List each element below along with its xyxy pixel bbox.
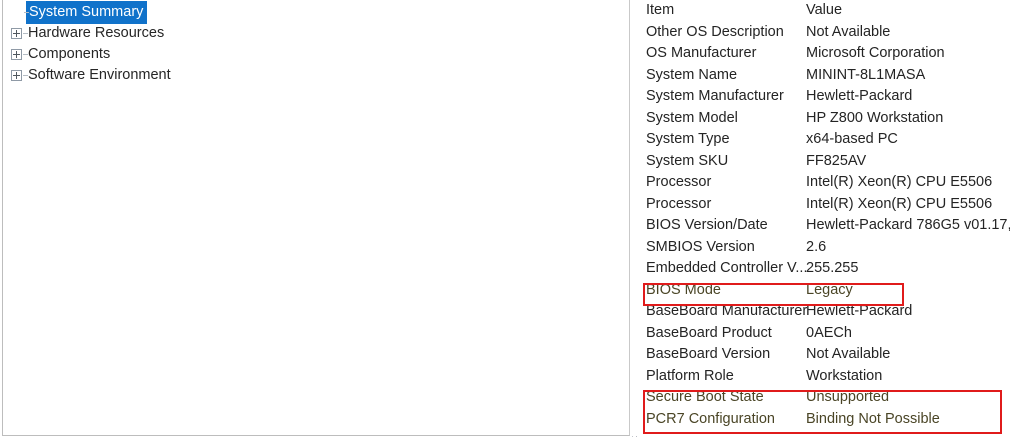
row-item-label: SMBIOS Version (646, 238, 755, 255)
row-value: Hewlett-Packard (806, 303, 913, 319)
expand-plus-icon[interactable] (7, 44, 25, 65)
tree-item-label: Components (28, 46, 111, 62)
tree-item-label: Software Environment (28, 67, 171, 83)
row-item-label: Embedded Controller V... (646, 260, 808, 276)
row-item-label: System SKU (646, 152, 729, 169)
tree-item-hardware-resources[interactable]: Hardware Resources (5, 23, 629, 44)
row-item-label: Other OS Description (646, 23, 784, 40)
table-row[interactable]: BaseBoard Manufacturer Hewlett-Packard (640, 301, 1010, 323)
row-item-label: System Name (646, 66, 738, 83)
table-row[interactable]: System SKU FF825AV (640, 151, 1010, 173)
tree-item-label: Hardware Resources (28, 25, 165, 41)
table-row[interactable]: Other OS Description Not Available (640, 22, 1010, 44)
details-grid: Item Value Other OS Description Not Avai… (640, 0, 1010, 430)
table-row[interactable]: System Manufacturer Hewlett-Packard (640, 86, 1010, 108)
row-item-label: PCR7 Configuration (646, 410, 775, 427)
row-item-label: BaseBoard Version (646, 346, 771, 362)
row-value: 0AECh (806, 324, 852, 341)
table-row[interactable]: BaseBoard Version Not Available (640, 344, 1010, 366)
row-value: Not Available (806, 23, 891, 40)
tree-item-system-summary[interactable]: System Summary (5, 1, 629, 24)
row-value: Hewlett-Packard 786G5 v01.17, 8/ (806, 217, 1010, 233)
row-value: Hewlett-Packard (806, 88, 913, 104)
tree-expander-placeholder (8, 2, 26, 23)
row-value: Legacy (806, 281, 853, 298)
row-item-label: BIOS Version/Date (646, 217, 768, 233)
expand-plus-icon[interactable] (7, 23, 25, 44)
tree-item-software-environment[interactable]: Software Environment (5, 65, 629, 86)
table-row-secure-boot-state[interactable]: Secure Boot State Unsupported (640, 387, 1010, 409)
tree-list: System Summary Hardware Resources Compon… (3, 0, 629, 86)
row-value: 2.6 (806, 238, 827, 255)
row-value: 255.255 (806, 260, 859, 276)
column-header-item[interactable]: Item (646, 2, 675, 18)
table-row[interactable]: Processor Intel(R) Xeon(R) CPU E5506 (640, 172, 1010, 194)
row-item-label: System Type (646, 131, 730, 147)
column-header-value[interactable]: Value (806, 2, 843, 18)
row-item-label: BaseBoard Manufacturer (646, 303, 808, 319)
table-row[interactable]: BIOS Version/Date Hewlett-Packard 786G5 … (640, 215, 1010, 237)
row-item-label: Platform Role (646, 367, 734, 384)
row-item-label: BIOS Mode (646, 281, 721, 298)
system-info-detail-panel[interactable]: Item Value Other OS Description Not Avai… (630, 0, 1010, 436)
row-value: Workstation (806, 367, 883, 384)
table-row-bios-mode[interactable]: BIOS Mode Legacy (640, 280, 1010, 302)
table-row[interactable]: BaseBoard Product 0AECh (640, 323, 1010, 345)
table-row[interactable]: Processor Intel(R) Xeon(R) CPU E5506 (640, 194, 1010, 216)
row-item-label: BaseBoard Product (646, 324, 772, 341)
row-value: Unsupported (806, 389, 890, 405)
table-row[interactable]: System Name MININT-8L1MASA (640, 65, 1010, 87)
row-value: HP Z800 Workstation (806, 109, 944, 126)
table-row[interactable]: Platform Role Workstation (640, 366, 1010, 388)
table-row-pcr7-configuration[interactable]: PCR7 Configuration Binding Not Possible (640, 409, 1010, 431)
row-value: MININT-8L1MASA (806, 66, 926, 83)
expand-plus-icon[interactable] (7, 65, 25, 86)
row-value: Microsoft Corporation (806, 45, 945, 61)
system-info-tree-panel[interactable]: System Summary Hardware Resources Compon… (2, 0, 630, 436)
row-item-label: Processor (646, 195, 712, 212)
table-row[interactable]: Embedded Controller V... 255.255 (640, 258, 1010, 280)
tree-item-label: System Summary (26, 1, 148, 24)
row-value: x64-based PC (806, 131, 898, 147)
row-item-label: OS Manufacturer (646, 45, 757, 61)
table-row[interactable]: System Type x64-based PC (640, 129, 1010, 151)
table-row[interactable]: System Model HP Z800 Workstation (640, 108, 1010, 130)
row-value: Binding Not Possible (806, 410, 940, 427)
row-item-label: System Manufacturer (646, 88, 784, 104)
tree-item-components[interactable]: Components (5, 44, 629, 65)
grid-header-row: Item Value (640, 0, 1010, 22)
row-item-label: Secure Boot State (646, 389, 764, 405)
table-row[interactable]: OS Manufacturer Microsoft Corporation (640, 43, 1010, 65)
row-value: Intel(R) Xeon(R) CPU E5506 (806, 195, 993, 212)
row-value: FF825AV (806, 152, 867, 169)
row-value: Not Available (806, 346, 891, 362)
row-item-label: System Model (646, 109, 738, 126)
row-value: Intel(R) Xeon(R) CPU E5506 (806, 174, 993, 190)
table-row[interactable]: SMBIOS Version 2.6 (640, 237, 1010, 259)
row-item-label: Processor (646, 174, 712, 190)
